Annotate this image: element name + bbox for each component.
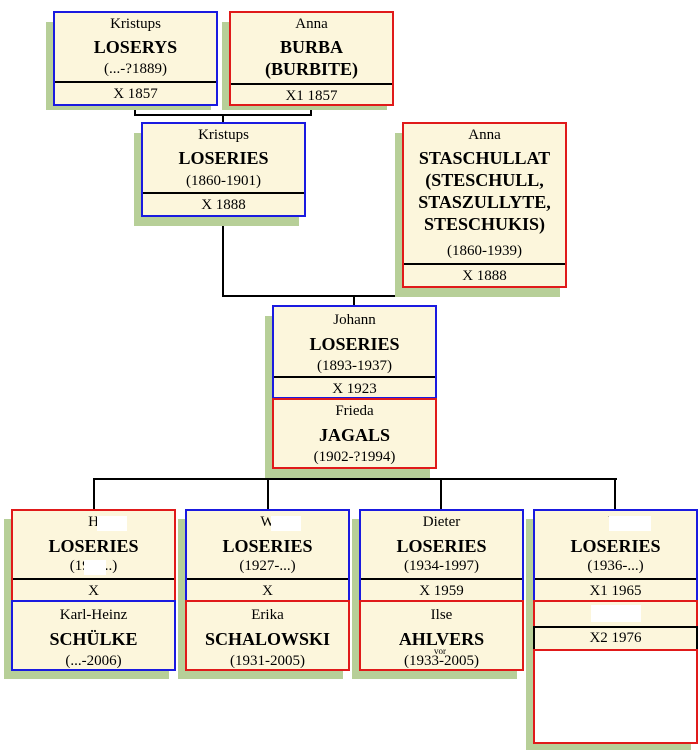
- person-box-frieda-jagals: Frieda JAGALS (1902-?1994): [272, 398, 437, 469]
- connector-line: [134, 105, 136, 115]
- first-name: W: [260, 514, 275, 530]
- redaction-mask: [84, 560, 106, 575]
- surname: LOSERIES: [48, 536, 139, 556]
- connector-line: [93, 478, 617, 480]
- marriage-label: X 1857: [55, 81, 216, 106]
- surname: STASCHULLAT: [418, 148, 551, 168]
- first-name: Kristups: [198, 127, 249, 143]
- person-box-johann-loseries: Johann LOSERIES (1893-1937) X 1923: [272, 305, 437, 399]
- surname: BURBA: [279, 37, 343, 57]
- person-box-ilse-ahlvers: Ilse AHLVERS vor (1933-2005): [359, 600, 524, 671]
- person-box-erika-schalowski: Erika SCHALOWSKI (1931-2005): [185, 600, 350, 671]
- person-box-w-loseries-2: W LOSERIES (1936-...) X1 1965: [533, 509, 698, 602]
- first-name: Ilse: [430, 607, 453, 623]
- surname: JAGALS: [318, 425, 390, 445]
- person-box-kristups-loseries: Kristups LOSERIES (1860-1901) X 1888: [141, 122, 306, 217]
- redaction-mask: [271, 516, 301, 531]
- first-name: H: [88, 514, 99, 530]
- marriage-label: X 1888: [404, 263, 565, 288]
- person-box-anna-staschullat: Anna STASCHULLAT (STESCHULL, STASZULLYTE…: [402, 122, 567, 288]
- connector-line: [614, 478, 616, 510]
- first-name: Dieter: [422, 514, 461, 530]
- connector-line: [222, 114, 224, 123]
- marriage-label: X 1959: [361, 578, 522, 602]
- first-name: Karl-Heinz: [59, 607, 128, 623]
- connector-line: [93, 478, 95, 510]
- first-name: Kristups: [110, 16, 161, 32]
- surname: LOSERIES: [222, 536, 313, 556]
- marriage-label: X 1888: [143, 192, 304, 217]
- life-dates: (1860-1901): [186, 173, 261, 189]
- surname-alias: (BURBITE): [264, 59, 358, 79]
- surname: SCHÜLKE: [49, 629, 138, 649]
- surname: LOSERIES: [396, 536, 487, 556]
- redaction-mask: [609, 516, 651, 531]
- person-box-second-spouse-redacted: [533, 649, 698, 744]
- life-dates: (1934-1997): [404, 558, 479, 574]
- connector-line: [353, 295, 355, 307]
- surname: LOSERIES: [178, 148, 269, 168]
- person-box-h-loseries: H LOSERIES (192 ...) X: [11, 509, 176, 602]
- surname: AHLVERS: [398, 629, 485, 649]
- connector-line: [267, 478, 269, 510]
- marriage-label: X1 1857: [231, 83, 392, 106]
- person-box-kristups-loserys: Kristups LOSERYS (...-?1889) X 1857: [53, 11, 218, 106]
- person-box-dieter-loseries: Dieter LOSERIES (1934-1997) X 1959: [359, 509, 524, 602]
- life-dates: (1860-1939): [447, 243, 522, 259]
- redaction-mask: [97, 516, 127, 531]
- first-name: Johann: [333, 312, 376, 328]
- first-name: Anna: [295, 16, 328, 32]
- life-dates: (1936-...): [587, 558, 644, 574]
- marriage-box-second: X2 1976: [533, 626, 698, 651]
- life-dates: (...-?1889): [104, 61, 167, 77]
- life-dates: (1931-2005): [230, 653, 305, 669]
- surname-alias: STASZULLYTE,: [418, 192, 551, 212]
- first-name: Erika: [251, 607, 284, 623]
- marriage-label: X2 1976: [589, 630, 642, 646]
- surname: LOSERIES: [309, 334, 400, 354]
- person-box-spouse-redacted: [533, 600, 698, 628]
- life-dates: (1933-2005): [404, 653, 479, 669]
- connector-line: [310, 105, 312, 115]
- connector-line: [222, 216, 224, 297]
- life-dates: (1893-1937): [317, 358, 392, 374]
- first-name: Frieda: [335, 403, 374, 419]
- life-dates: (1902-?1994): [313, 449, 396, 465]
- life-dates: (1927-...): [239, 558, 296, 574]
- marriage-label: X: [13, 578, 174, 602]
- life-dates: (...-2006): [65, 653, 122, 669]
- person-box-anna-burba: Anna BURBA (BURBITE) X1 1857: [229, 11, 394, 106]
- surname: LOSERIES: [570, 536, 661, 556]
- surname-alias: STESCHUKIS): [423, 214, 546, 234]
- person-box-karl-heinz-schulke: Karl-Heinz SCHÜLKE (...-2006): [11, 600, 176, 671]
- first-name: Anna: [468, 127, 501, 143]
- marriage-label: X: [187, 578, 348, 602]
- redaction-mask: [591, 605, 641, 622]
- marriage-label: X 1923: [274, 376, 435, 399]
- surname-alias: (STESCHULL,: [425, 170, 544, 190]
- surname: SCHALOWSKI: [204, 629, 331, 649]
- surname: LOSERYS: [93, 37, 178, 57]
- person-box-w-loseries: W LOSERIES (1927-...) X: [185, 509, 350, 602]
- marriage-label: X1 1965: [535, 578, 696, 602]
- date-note: vor: [434, 646, 446, 656]
- connector-line: [440, 478, 442, 510]
